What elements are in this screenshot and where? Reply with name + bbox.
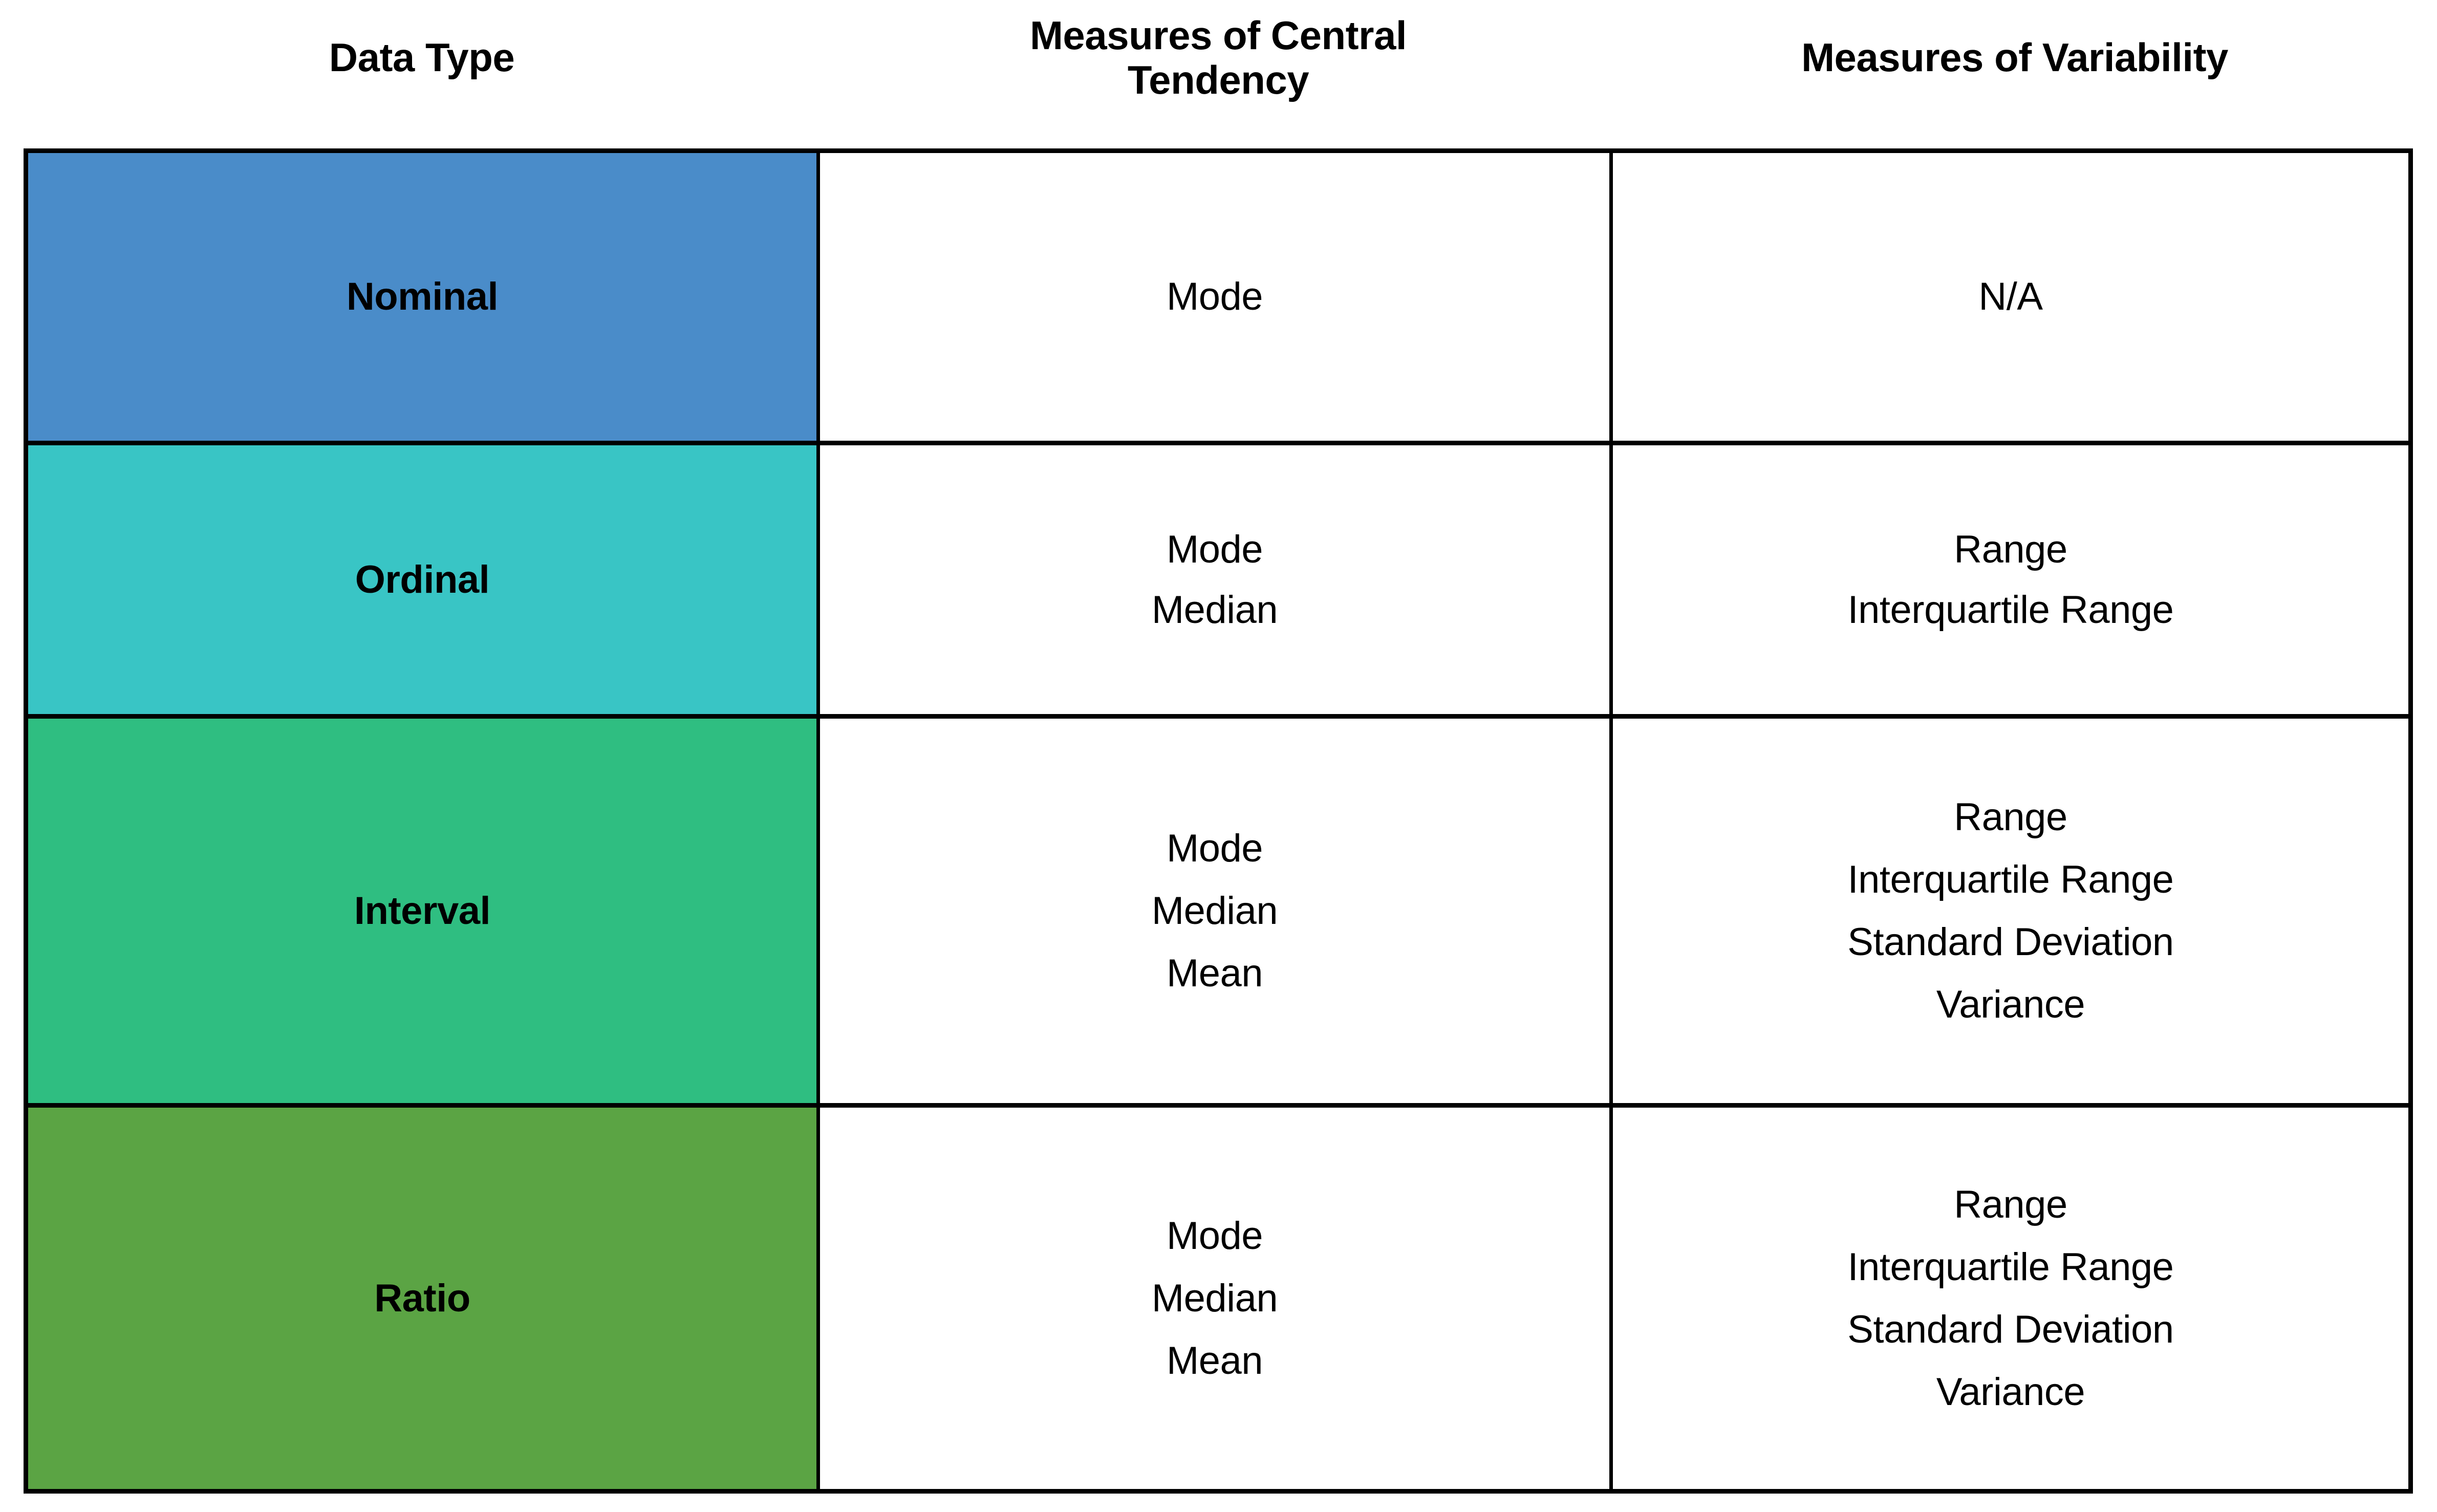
- column-header-data-type: Data Type: [24, 0, 820, 113]
- table-row: Nominal Mode N/A: [28, 153, 2408, 445]
- cell-data-type-interval: Interval: [28, 719, 820, 1103]
- measure-item: Mean: [1166, 951, 1263, 995]
- cell-variability-ratio: Range Interquartile Range Standard Devia…: [1613, 1108, 2408, 1489]
- measures-table: Nominal Mode N/A Ordinal Mode Media: [24, 148, 2413, 1494]
- measure-item: Interquartile Range: [1847, 1245, 2174, 1289]
- measure-stack: Mode Median Mean: [820, 1214, 1609, 1383]
- cell-variability-nominal: N/A: [1613, 153, 2408, 441]
- column-header-variability-label: Measures of Variability: [1801, 35, 2228, 80]
- data-type-label-interval: Interval: [354, 889, 491, 933]
- measure-stack: Mode Median Mean: [820, 829, 1609, 993]
- cell-variability-interval: Range Interquartile Range Standard Devia…: [1613, 719, 2408, 1103]
- column-header-central-tendency-label: Measures of Central Tendency: [1029, 12, 1407, 102]
- measure-item: Variance: [1936, 1370, 2085, 1414]
- measure-item: Mode: [1166, 1214, 1263, 1258]
- table-header-row: Data Type Measures of Central Tendency M…: [24, 0, 2413, 148]
- measure-stack: Range Interquartile Range Standard Devia…: [1613, 1185, 2408, 1412]
- measure-item: Median: [1151, 588, 1278, 632]
- measure-stack: Mode: [820, 277, 1609, 316]
- table-row: Ordinal Mode Median Range Interquartile …: [28, 445, 2408, 719]
- measure-stack: Range Interquartile Range: [1613, 530, 2408, 630]
- table-row: Interval Mode Median Mean Range Interqua…: [28, 719, 2408, 1108]
- cell-data-type-nominal: Nominal: [28, 153, 820, 441]
- measure-item: Variance: [1936, 982, 2085, 1026]
- data-type-label-nominal: Nominal: [346, 275, 499, 318]
- measure-item: Range: [1954, 527, 2067, 571]
- column-header-data-type-label: Data Type: [329, 35, 515, 80]
- cell-data-type-ordinal: Ordinal: [28, 445, 820, 714]
- measure-item: Mode: [1166, 826, 1263, 870]
- measure-stack: Mode Median: [820, 530, 1609, 630]
- measure-item: Interquartile Range: [1847, 857, 2174, 901]
- measure-item: Interquartile Range: [1847, 588, 2174, 632]
- column-header-variability: Measures of Variability: [1616, 0, 2413, 113]
- measure-item: Mode: [1166, 527, 1263, 571]
- cell-central-tendency-interval: Mode Median Mean: [820, 719, 1613, 1103]
- measure-item: Range: [1954, 1182, 2067, 1226]
- table-row: Ratio Mode Median Mean Range Interquarti…: [28, 1108, 2408, 1489]
- column-header-central-tendency: Measures of Central Tendency: [820, 0, 1616, 113]
- cell-central-tendency-ordinal: Mode Median: [820, 445, 1613, 714]
- cell-central-tendency-nominal: Mode: [820, 153, 1613, 441]
- data-type-label-ordinal: Ordinal: [355, 557, 490, 601]
- cell-data-type-ratio: Ratio: [28, 1108, 820, 1489]
- measure-item: Mode: [1166, 275, 1263, 318]
- measure-stack: N/A: [1613, 277, 2408, 316]
- measure-item: Range: [1954, 795, 2067, 839]
- measure-item: Median: [1151, 889, 1278, 933]
- measure-item: Median: [1151, 1276, 1278, 1320]
- cell-variability-ordinal: Range Interquartile Range: [1613, 445, 2408, 714]
- data-type-label-ratio: Ratio: [374, 1276, 470, 1320]
- measure-item: N/A: [1978, 275, 2043, 318]
- cell-central-tendency-ratio: Mode Median Mean: [820, 1108, 1613, 1489]
- measure-item: Standard Deviation: [1847, 1307, 2174, 1351]
- measure-item: Standard Deviation: [1847, 920, 2174, 964]
- measure-item: Mean: [1166, 1338, 1263, 1383]
- measure-stack: Range Interquartile Range Standard Devia…: [1613, 795, 2408, 1026]
